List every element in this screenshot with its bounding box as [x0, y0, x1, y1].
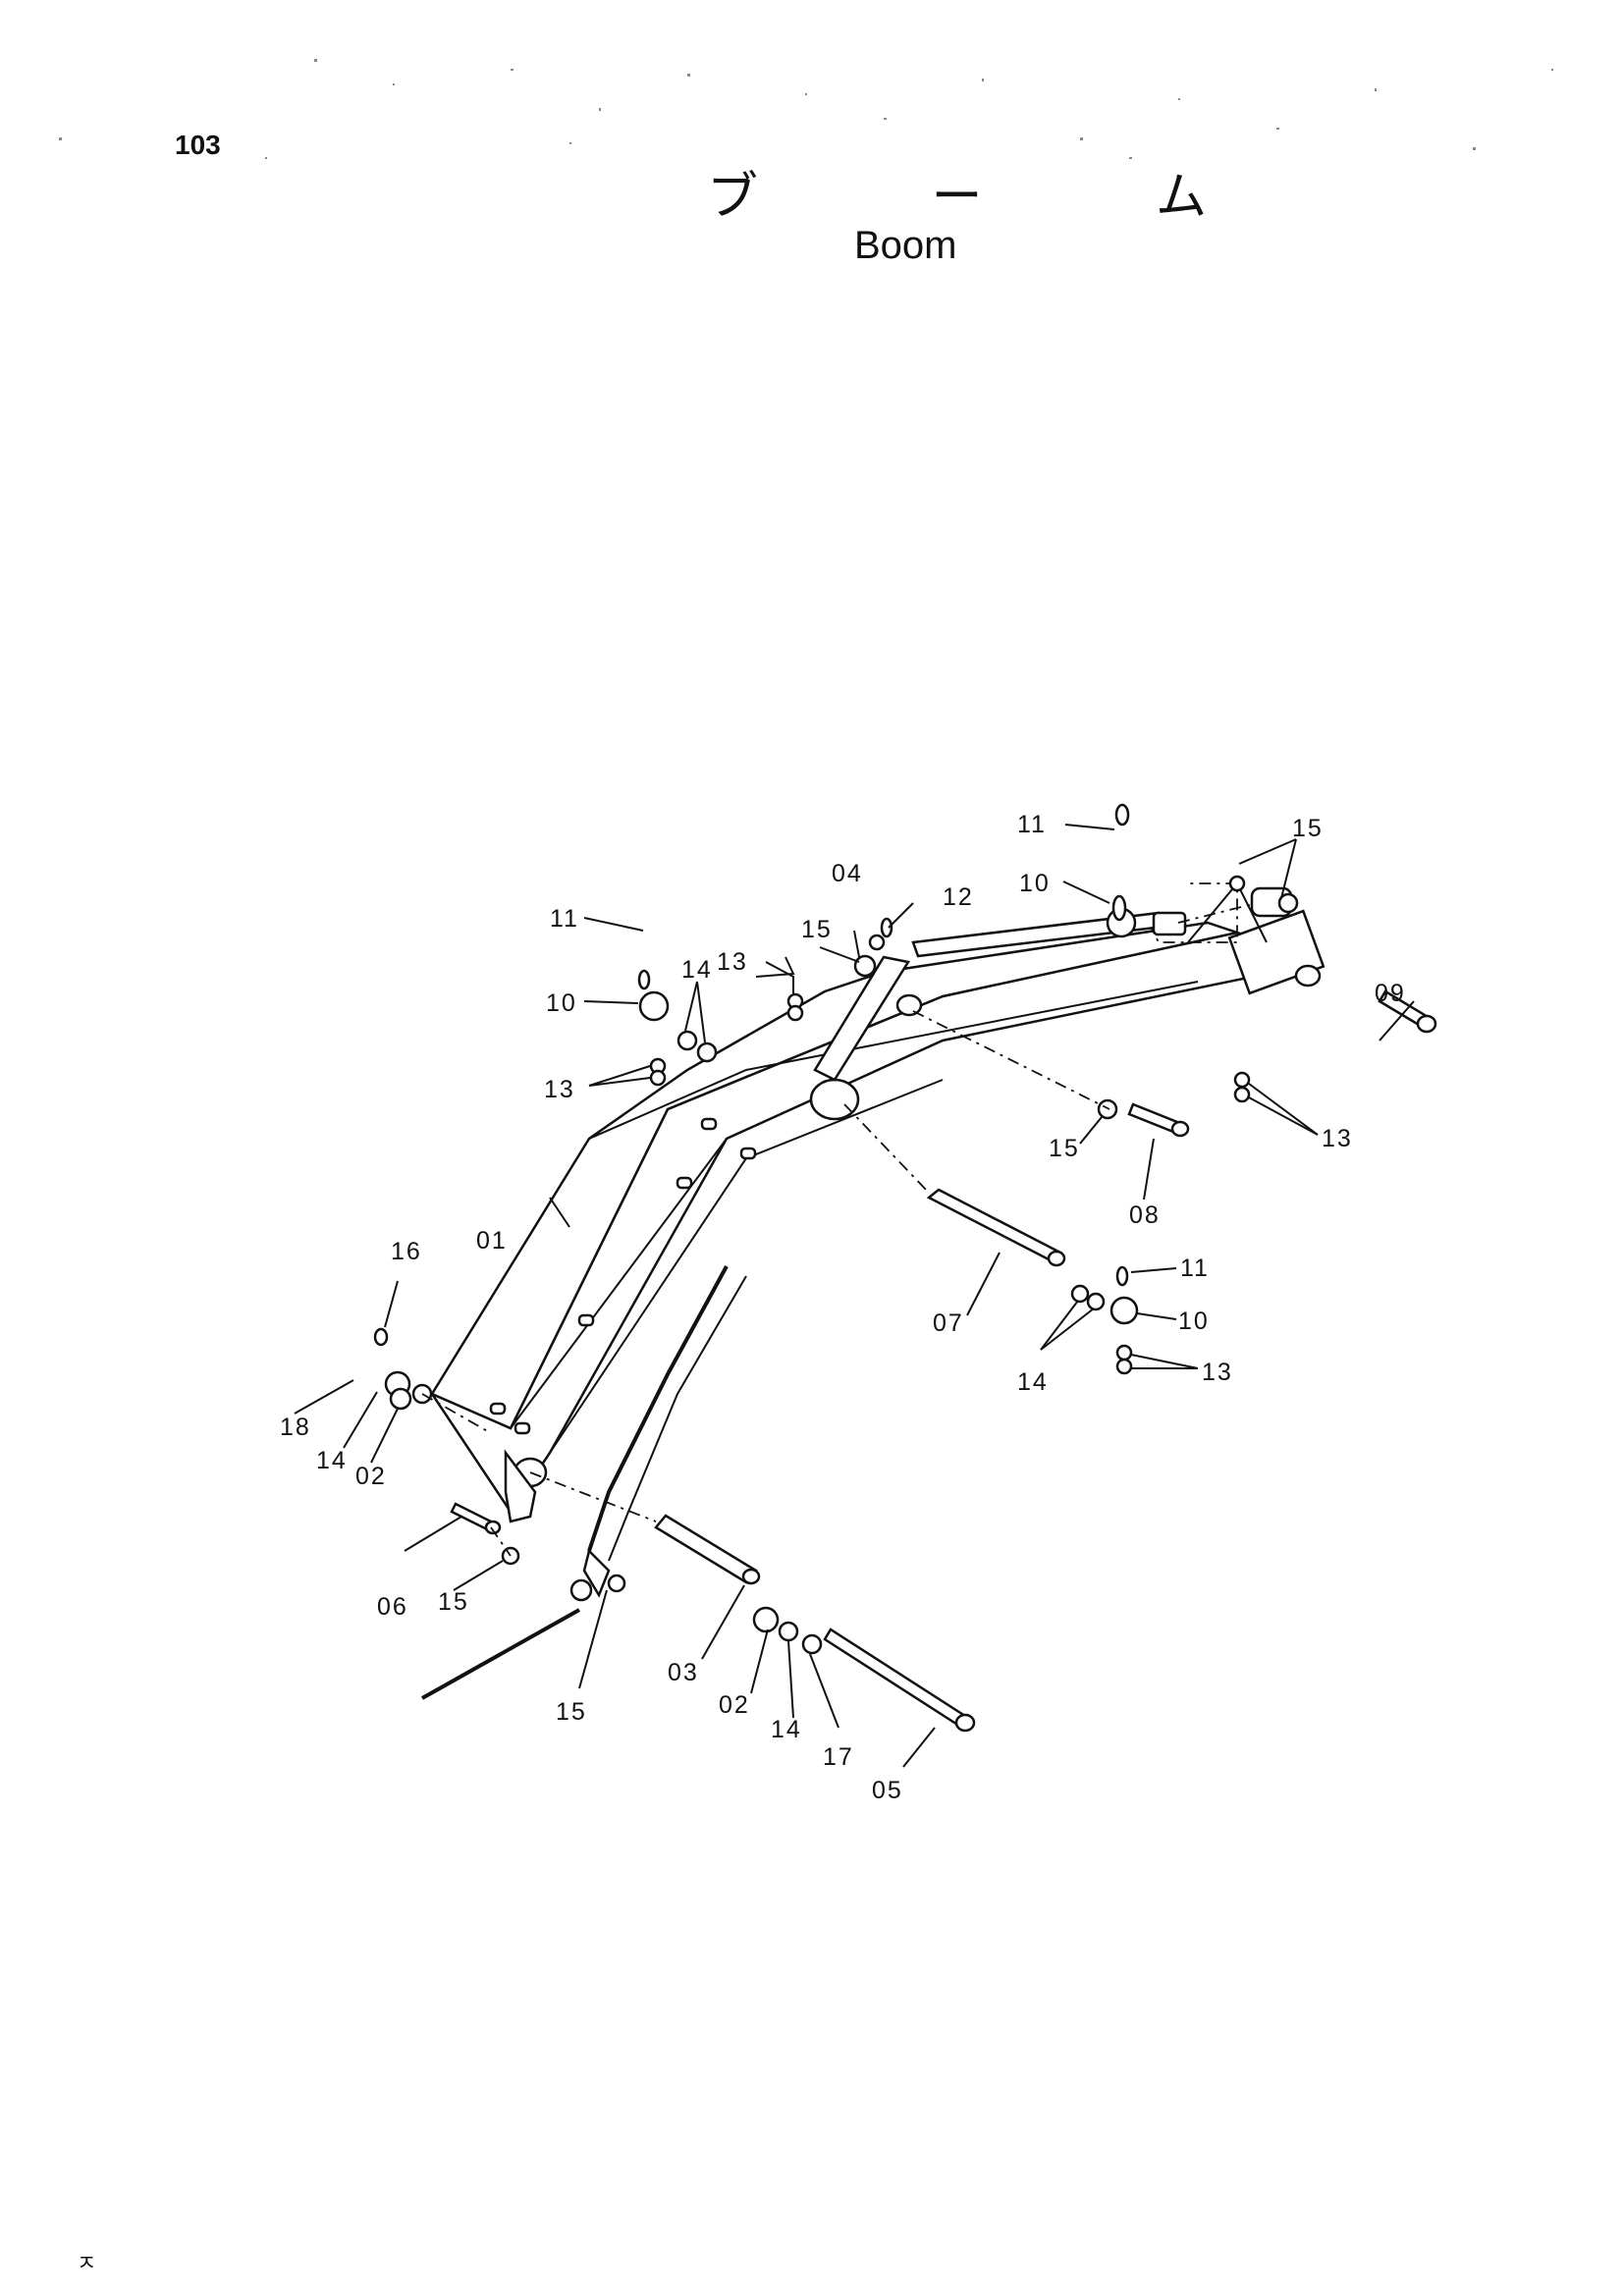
top-bracket	[813, 955, 911, 1082]
callout-15: 15	[1292, 815, 1324, 842]
leader-lines	[294, 824, 1415, 1768]
callout-labels: 01 02 02 03 04 05 06 07 08 09 10 10 10 1…	[280, 811, 1406, 1804]
callout-18: 18	[280, 1414, 311, 1441]
callout-14: 14	[681, 956, 713, 984]
callout-08: 08	[1129, 1201, 1161, 1229]
callout-07: 07	[933, 1309, 964, 1337]
callout-17: 17	[823, 1743, 854, 1771]
callout-05: 05	[872, 1777, 903, 1804]
callout-11: 11	[1180, 1255, 1210, 1282]
callout-09: 09	[1375, 980, 1406, 1007]
callout-13: 13	[1322, 1125, 1353, 1152]
callout-15: 15	[556, 1698, 587, 1726]
pin-07	[926, 1188, 1066, 1267]
washers	[373, 803, 1299, 1655]
callout-02: 02	[355, 1463, 387, 1490]
pin-03	[654, 1514, 761, 1585]
callout-15: 15	[438, 1588, 469, 1616]
page-title-english: Boom	[854, 224, 957, 267]
callout-14: 14	[771, 1716, 802, 1743]
callout-06: 06	[377, 1593, 408, 1621]
callout-15: 15	[801, 916, 833, 943]
callout-13: 13	[544, 1076, 575, 1103]
callout-10: 10	[1178, 1308, 1210, 1335]
ground-line	[421, 1608, 580, 1700]
callout-11: 11	[550, 905, 579, 933]
callout-14: 14	[1017, 1368, 1049, 1396]
callout-15: 15	[1049, 1135, 1080, 1162]
page-title-japanese: ブ ー ム	[707, 168, 1286, 227]
footer-mark: ㅈ	[77, 2252, 97, 2276]
top-rod-assembly	[911, 886, 1293, 958]
pin-09	[1378, 989, 1437, 1034]
pin-06	[450, 1502, 502, 1535]
callout-13: 13	[1202, 1359, 1233, 1386]
callout-16: 16	[391, 1238, 422, 1265]
callout-10: 10	[1019, 870, 1051, 897]
callout-11: 11	[1017, 811, 1047, 838]
pin-08	[1127, 1102, 1190, 1138]
hydraulic-line	[587, 1265, 729, 1552]
page-number: 103	[175, 130, 221, 160]
callout-03: 03	[668, 1659, 699, 1686]
callout-10: 10	[546, 989, 577, 1017]
callout-12: 12	[943, 883, 974, 911]
callout-04: 04	[832, 860, 863, 887]
callout-13: 13	[717, 948, 748, 976]
scan-noise	[59, 59, 1553, 159]
boom-foot	[504, 1449, 611, 1598]
callout-01: 01	[476, 1227, 508, 1255]
callout-02: 02	[719, 1691, 750, 1719]
pin-05	[823, 1628, 976, 1733]
callout-14: 14	[316, 1447, 348, 1474]
